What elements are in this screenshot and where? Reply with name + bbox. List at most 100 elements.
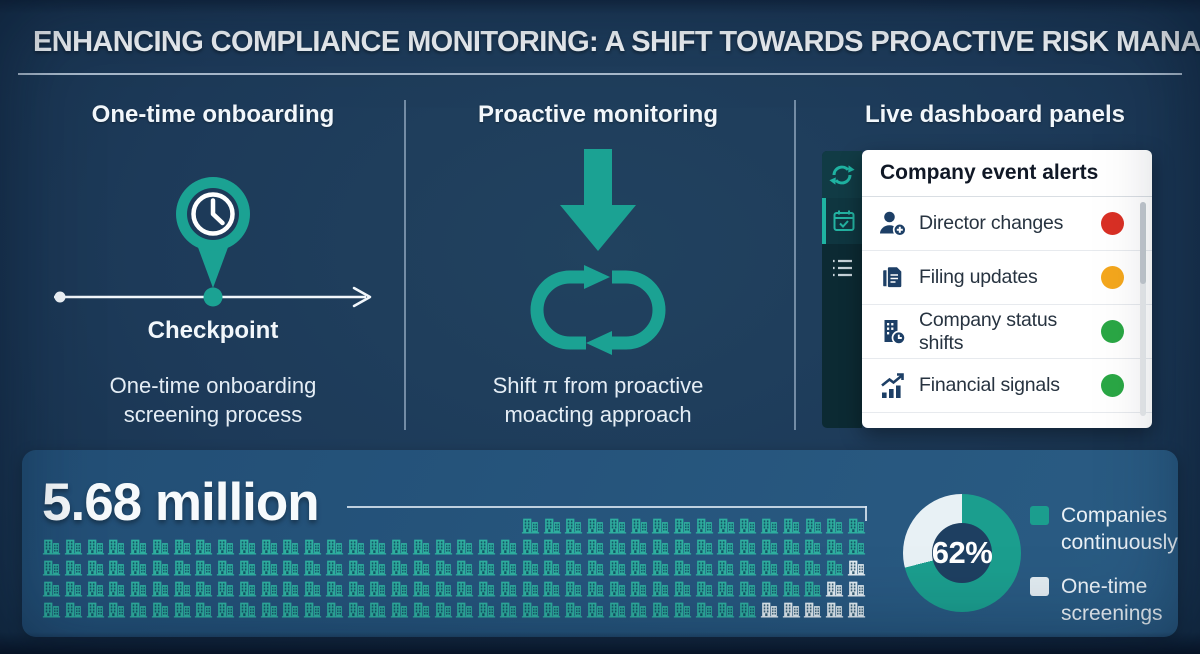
building-icon	[542, 538, 561, 556]
alert-label: Financial signals	[919, 374, 1060, 396]
building-icon	[499, 538, 518, 556]
building-icon	[651, 559, 670, 577]
building-icon	[42, 601, 61, 619]
building-icon	[542, 601, 561, 619]
building-icon	[86, 559, 105, 577]
building-icon	[238, 538, 257, 556]
building-icon	[695, 538, 714, 556]
building-icon	[521, 559, 540, 577]
building-icon	[64, 580, 83, 598]
sidebar-item-calendar[interactable]	[822, 198, 862, 244]
alert-row-company-status[interactable]: Company status shifts	[862, 305, 1152, 359]
building-icon	[803, 538, 822, 556]
building-icon	[716, 580, 735, 598]
building-icon	[825, 580, 844, 598]
chart-legend: Companies continuously One-time screenin…	[1030, 502, 1191, 627]
building-icon	[803, 601, 822, 619]
building-icon	[760, 580, 779, 598]
building-icon	[695, 559, 714, 577]
building-icon	[695, 601, 714, 619]
building-icon	[412, 580, 431, 598]
building-icon	[347, 538, 366, 556]
building-icon	[151, 538, 170, 556]
calendar-check-icon	[833, 210, 855, 231]
building-icon	[281, 538, 300, 556]
building-icon	[347, 559, 366, 577]
building-icon	[368, 559, 387, 577]
building-icon	[173, 538, 192, 556]
building-icon	[695, 580, 714, 598]
building-clock-icon	[877, 317, 909, 347]
building-icon	[542, 580, 561, 598]
building-icon	[825, 538, 844, 556]
scrollbar-thumb[interactable]	[1140, 202, 1146, 284]
card-divider	[862, 196, 1152, 197]
building-icon	[216, 601, 235, 619]
building-icon	[42, 580, 61, 598]
status-dot	[1101, 320, 1124, 343]
building-icon	[564, 580, 583, 598]
building-icon	[564, 601, 583, 619]
building-icon	[521, 580, 540, 598]
page-title: ENHANCING COMPLIANCE MONITORING: A SHIFT…	[33, 26, 1200, 58]
sidebar-item-list[interactable]	[822, 244, 862, 292]
alert-row-filing-updates[interactable]: Filing updates	[862, 251, 1152, 305]
building-icon	[803, 559, 822, 577]
building-icon	[760, 601, 779, 619]
building-icon	[847, 559, 866, 577]
building-icon	[434, 601, 453, 619]
building-icon	[86, 538, 105, 556]
building-icon	[281, 580, 300, 598]
building-icon	[129, 580, 148, 598]
dashboard-sidebar	[822, 151, 862, 428]
building-icon	[107, 601, 126, 619]
building-icon	[455, 538, 474, 556]
building-icon	[325, 538, 344, 556]
building-icon	[325, 601, 344, 619]
building-icon	[303, 559, 322, 577]
legend-swatch-teal	[1030, 506, 1049, 525]
header-divider	[18, 73, 1182, 75]
building-icon	[782, 580, 801, 598]
alerts-card-title: Company event alerts	[880, 161, 1099, 184]
alert-label: Company status shifts	[919, 308, 1058, 354]
building-icon	[673, 601, 692, 619]
building-icon	[390, 601, 409, 619]
building-icon	[716, 559, 735, 577]
building-icon	[477, 580, 496, 598]
building-icon	[499, 601, 518, 619]
alert-row-director-changes[interactable]: Director changes	[862, 197, 1152, 251]
building-icon	[434, 559, 453, 577]
building-icon	[542, 559, 561, 577]
status-dot	[1101, 374, 1124, 397]
building-icon	[368, 538, 387, 556]
building-icon	[629, 559, 648, 577]
building-icon	[804, 517, 823, 535]
building-icon	[325, 580, 344, 598]
building-icon	[760, 559, 779, 577]
building-icon	[390, 538, 409, 556]
sidebar-item-sync[interactable]	[822, 151, 862, 198]
building-icon	[347, 580, 366, 598]
pictograph-row	[42, 514, 866, 535]
building-icon	[281, 559, 300, 577]
building-icon	[608, 580, 627, 598]
building-icon	[760, 517, 779, 535]
donut-hole: 62%	[932, 523, 993, 583]
alert-row-financial-signals[interactable]: Financial signals	[862, 359, 1152, 413]
building-icon	[129, 601, 148, 619]
building-icon	[738, 580, 757, 598]
scrollbar-track[interactable]	[1140, 202, 1146, 416]
building-icon	[847, 538, 866, 556]
building-icon	[129, 559, 148, 577]
building-icon	[477, 538, 496, 556]
column-divider	[404, 100, 406, 430]
checkpoint-label: Checkpoint	[147, 317, 279, 344]
pictograph-grid	[42, 514, 866, 619]
building-icon	[86, 601, 105, 619]
sync-icon	[829, 164, 855, 185]
status-dot	[1101, 212, 1124, 235]
building-icon	[216, 559, 235, 577]
building-icon	[738, 559, 757, 577]
building-icon	[194, 580, 213, 598]
